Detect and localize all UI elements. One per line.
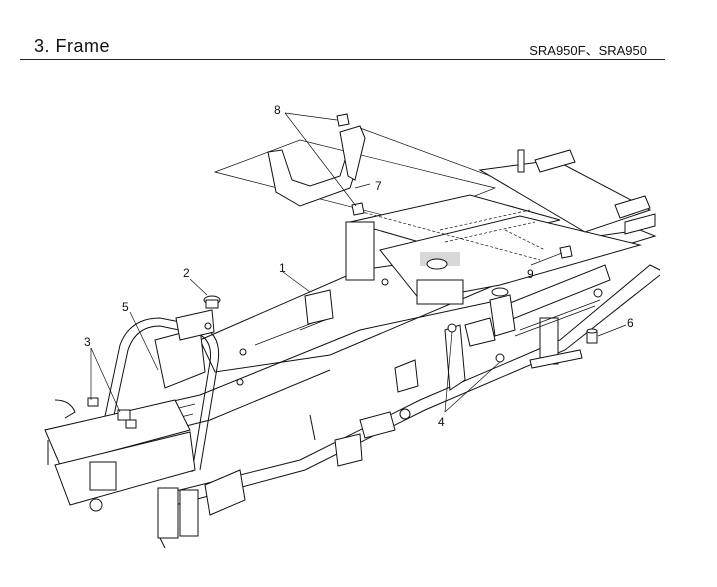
callout-3: 3 xyxy=(84,335,91,349)
rail-brackets xyxy=(236,278,419,467)
callout-1: 1 xyxy=(279,261,286,275)
bolts-part-8 xyxy=(336,113,365,216)
rear-support-bracket xyxy=(504,264,611,369)
callout-6: 6 xyxy=(627,316,634,330)
callout-7: 7 xyxy=(375,179,382,193)
page-title: 3. Frame xyxy=(34,36,111,56)
callout-labels: 1 2 3 4 5 6 7 8 9 xyxy=(84,103,634,429)
callout-4: 4 xyxy=(438,415,445,429)
header-rule xyxy=(20,59,665,60)
model-numbers: SRA950F、SRA950 xyxy=(529,43,647,58)
pivot-brackets xyxy=(444,294,516,391)
center-platform xyxy=(345,149,656,305)
callout-9: 9 xyxy=(527,267,534,281)
callout-8: 8 xyxy=(274,103,281,117)
bolts-part-3 xyxy=(87,397,137,429)
leader-lines xyxy=(90,112,627,413)
callout-2: 2 xyxy=(183,266,190,280)
nut-part-9 xyxy=(559,245,573,259)
plug-part-2 xyxy=(203,295,221,309)
footrest-plate xyxy=(213,125,551,223)
bushing-part-6 xyxy=(586,328,598,344)
front-crossmember xyxy=(44,399,246,549)
front-hoop xyxy=(99,309,220,473)
callout-5: 5 xyxy=(122,300,129,314)
